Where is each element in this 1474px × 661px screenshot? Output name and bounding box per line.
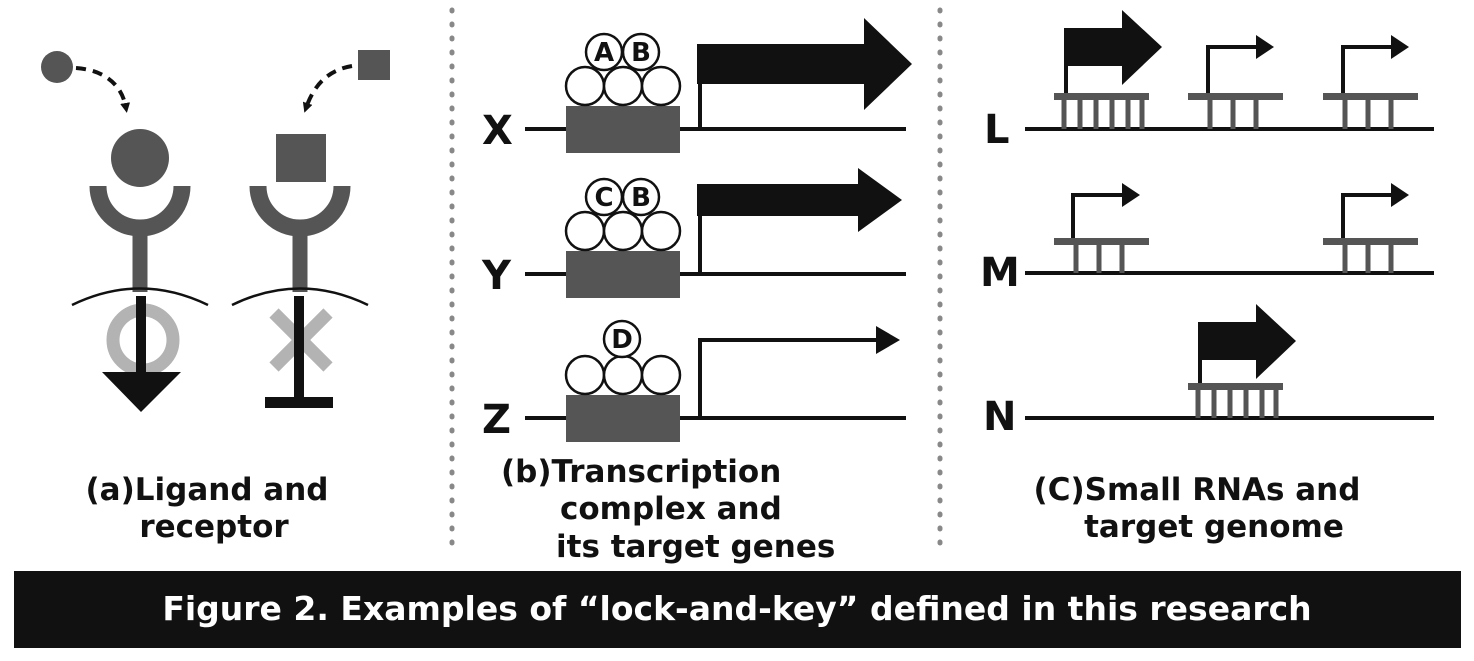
- factor-label-d: D: [611, 325, 633, 355]
- srna-bar: [1323, 93, 1418, 100]
- cell-membrane-right: [231, 287, 369, 307]
- srna-bar: [1188, 93, 1283, 100]
- panel-c: L M: [980, 10, 1434, 545]
- free-ligand-circle: [41, 51, 73, 83]
- activation-arrow-head: [102, 372, 181, 412]
- complex-subunit: [640, 354, 682, 396]
- srna-bar: [1188, 383, 1283, 390]
- strong-srna-arrow: [1064, 10, 1162, 85]
- weak-srna-arrow: [1341, 45, 1393, 93]
- complex-subunit: [564, 65, 606, 107]
- srna-pairing-ticks: [1207, 100, 1259, 129]
- panel-b-caption-line1: (b)Transcription: [501, 454, 781, 490]
- srna-pairing-ticks: [1195, 390, 1279, 418]
- complex-subunit: [602, 210, 644, 252]
- weak-srna-arrowhead: [1391, 35, 1409, 59]
- weak-srna-arrow: [1341, 193, 1393, 238]
- bound-ligand-circle: [111, 129, 169, 187]
- panel-c-caption-line2: target genome: [1084, 509, 1344, 545]
- medium-expression-arrow-y: [697, 168, 902, 232]
- weak-srna-arrowhead: [1256, 35, 1274, 59]
- srna-bar: [1054, 238, 1149, 245]
- weak-srna-arrow: [1206, 45, 1258, 93]
- figure-title: Figure 2. Examples of “lock-and-key” def…: [162, 589, 1311, 628]
- complex-subunit: [564, 210, 606, 252]
- row-label-z: Z: [482, 397, 511, 443]
- binding-arrow-right: [302, 64, 353, 113]
- panel-a-caption-line2: receptor: [139, 509, 289, 545]
- complex-subunit: [640, 210, 682, 252]
- factor-circle-b: [621, 177, 661, 217]
- row-label-x: X: [482, 108, 513, 154]
- factor-label-a: A: [594, 38, 614, 68]
- complex-subunit: [640, 65, 682, 107]
- weak-expression-arrowhead-z: [876, 326, 900, 354]
- strong-srna-arrow: [1198, 304, 1296, 379]
- promoter-box-x: [566, 106, 680, 153]
- row-label-l: L: [984, 107, 1010, 153]
- srna-pairing-ticks: [1342, 245, 1394, 273]
- factor-label-b: B: [631, 38, 651, 68]
- srna-pairing-ticks: [1342, 100, 1394, 129]
- panel-a-caption-line1: (a)Ligand and: [86, 472, 329, 508]
- weak-srna-arrow: [1071, 193, 1124, 238]
- promoter-box-y: [566, 251, 680, 298]
- panel-a: (a)Ligand and receptor: [41, 50, 390, 545]
- free-ligand-square: [358, 50, 390, 80]
- panel-b-caption-line3: its target genes: [556, 529, 835, 565]
- title-bar: [14, 571, 1461, 648]
- promoter-box-z: [566, 395, 680, 442]
- complex-subunit: [564, 354, 606, 396]
- panel-b: X A B Y C B Z D (b)Transc: [481, 18, 912, 565]
- cell-membrane-left: [71, 287, 209, 307]
- factor-label-c: C: [594, 183, 613, 213]
- row-label-m: M: [980, 250, 1020, 296]
- weak-srna-arrowhead: [1122, 183, 1140, 207]
- srna-bar: [1323, 238, 1418, 245]
- bound-ligand-square: [276, 134, 326, 182]
- panel-b-caption-line2: complex and: [560, 491, 782, 527]
- receptor-cup-left: [89, 185, 191, 237]
- factor-circle-d: [602, 319, 642, 359]
- weak-srna-arrowhead: [1391, 183, 1409, 207]
- panel-c-caption-line1: (C)Small RNAs and: [1034, 472, 1361, 508]
- inhibition-bar: [265, 397, 333, 408]
- row-label-y: Y: [481, 253, 512, 299]
- factor-label-b: B: [631, 183, 651, 213]
- srna-pairing-ticks: [1061, 100, 1145, 129]
- row-label-n: N: [983, 394, 1016, 440]
- factor-circle-b: [621, 32, 661, 72]
- srna-bar: [1054, 93, 1149, 100]
- srna-pairing-ticks: [1073, 245, 1125, 273]
- weak-expression-arrow-z: [698, 338, 880, 418]
- complex-subunit: [602, 354, 644, 396]
- receptor-cup-right: [249, 185, 351, 237]
- complex-subunit: [602, 65, 644, 107]
- binding-arrow-left: [75, 66, 131, 113]
- strong-expression-arrow-x: [697, 18, 912, 110]
